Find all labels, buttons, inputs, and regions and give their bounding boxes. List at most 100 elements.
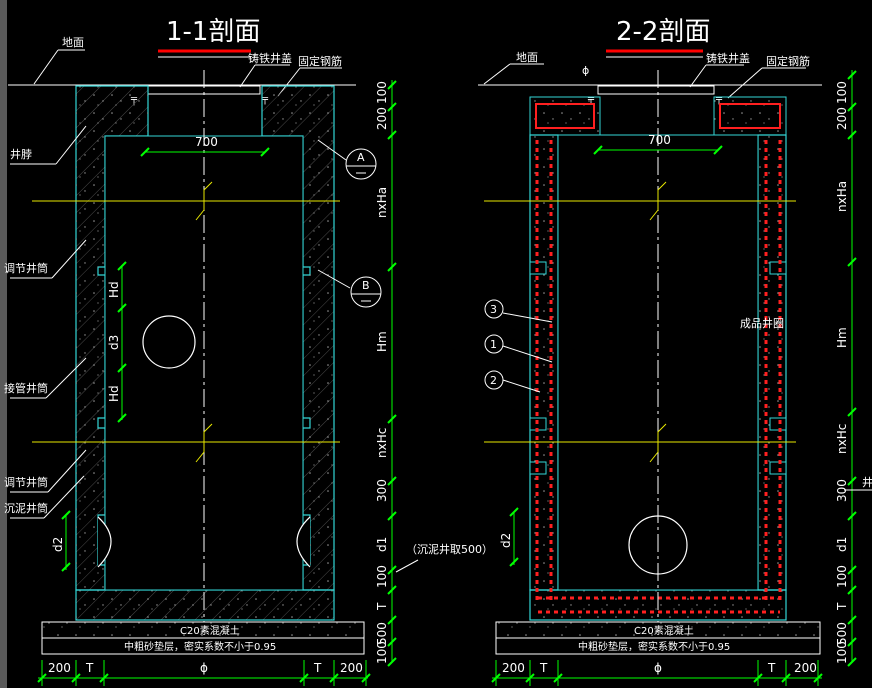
dim-d2-tick-1 bbox=[61, 510, 71, 520]
dim2-right-hm: Hm bbox=[835, 327, 849, 348]
dim2-right-nxha: nxHa bbox=[835, 181, 849, 212]
dim2-d2-tick-1 bbox=[509, 507, 519, 517]
callout-3: 3 bbox=[484, 299, 553, 323]
pipe-opening-right bbox=[296, 516, 311, 568]
callout-1-text: 1 bbox=[490, 338, 497, 351]
ground2-leader bbox=[483, 63, 511, 85]
right-wall-2 bbox=[757, 134, 787, 591]
dim2-bottom-t-right: T bbox=[767, 661, 776, 675]
adj-top-label: 调节井筒 bbox=[4, 261, 48, 275]
adj-bottom-leader-diag bbox=[47, 449, 87, 493]
dim-700-tick-r bbox=[260, 147, 270, 157]
dim-right-100-top: 100 bbox=[375, 81, 389, 104]
dim2-right-100-bottom: 100 bbox=[835, 641, 849, 664]
dim2-right-labels: 100 200 nxHa Hm nxHc 300 d1 100 T 500 10… bbox=[835, 81, 849, 664]
steel2-leader bbox=[727, 67, 763, 99]
dim2-right-100-mid: 100 bbox=[835, 565, 849, 588]
dim-right-d1: d1 bbox=[375, 537, 389, 552]
dim-700-text: 700 bbox=[195, 135, 218, 149]
dim-right-hm: Hm bbox=[375, 331, 389, 352]
dim2-bottom-200-right: 200 bbox=[794, 661, 817, 675]
section-1-1: 1-1剖面 地面 铸铁井盖 固定钢筋 ╤ ╤ bbox=[4, 17, 493, 686]
dim-bottom-phi: ϕ bbox=[200, 661, 208, 675]
dim-bottom-200-right: 200 bbox=[340, 661, 363, 675]
ground-leader bbox=[33, 49, 59, 85]
dim-hd-bottom-text: Hd bbox=[107, 385, 121, 402]
base2-cushion bbox=[495, 637, 821, 655]
pipe-circle-2 bbox=[628, 515, 688, 575]
manhole-cover-2 bbox=[597, 85, 715, 95]
callout-2: 2 bbox=[484, 370, 541, 393]
base2-concrete-texture bbox=[496, 622, 820, 638]
dim2-bottom-t-left: T bbox=[539, 661, 548, 675]
base-concrete-label: C20素混凝土 bbox=[180, 624, 240, 637]
ring-joints bbox=[529, 261, 787, 475]
dim-bottom-t-right: T bbox=[313, 661, 322, 675]
dim-right-nxha: nxHa bbox=[375, 187, 389, 218]
break-bottom-icon bbox=[195, 423, 213, 463]
bottom-slab bbox=[75, 589, 335, 621]
top-ring-right-rebar bbox=[719, 103, 781, 129]
callout-1: 1 bbox=[484, 334, 553, 363]
left-wall-2 bbox=[529, 134, 559, 591]
dim2-right-ticks bbox=[847, 70, 857, 667]
dim2-d2-tick-2 bbox=[509, 557, 519, 567]
dim2-right-300: 300 bbox=[835, 479, 849, 502]
dim-right-500: 500 bbox=[375, 622, 389, 645]
dim-hd-top-text: Hd bbox=[107, 281, 121, 298]
dim-d2-text: d2 bbox=[51, 537, 65, 552]
dim2-bottom-extensions bbox=[495, 660, 819, 686]
viewport-edge bbox=[0, 0, 7, 688]
tube-leader-diag bbox=[45, 357, 87, 399]
dim-right-ticks bbox=[387, 80, 397, 667]
break-top-icon bbox=[195, 181, 213, 221]
callout-3-text: 3 bbox=[490, 303, 497, 316]
top-ring-right bbox=[713, 96, 787, 136]
sump-label: 沉泥井筒 bbox=[4, 501, 48, 515]
dim-bottom-200-left: 200 bbox=[48, 661, 71, 675]
dim2-right-t: T bbox=[835, 602, 849, 611]
rebar-bottom bbox=[538, 596, 780, 614]
dim2-700-text: 700 bbox=[648, 133, 671, 147]
dim2-700-tick-l bbox=[593, 145, 603, 155]
ring-label: 成品井圈 bbox=[740, 316, 784, 330]
dim-right-100-bottom: 100 bbox=[375, 641, 389, 664]
mark-b-circle bbox=[350, 276, 382, 308]
base-cushion bbox=[41, 637, 365, 655]
break2-top-icon bbox=[649, 181, 667, 221]
dim-inner-tick-4 bbox=[117, 413, 127, 423]
callout-2-text: 2 bbox=[490, 374, 497, 387]
neck-label: 井脖 bbox=[10, 147, 32, 161]
tube-label: 接管井筒 bbox=[4, 381, 48, 395]
mark-a-circle bbox=[345, 148, 377, 180]
steel-label: 固定钢筋 bbox=[298, 54, 342, 68]
top-ring-left bbox=[529, 96, 601, 136]
partial-label: 井 bbox=[862, 475, 872, 489]
break2-bottom-icon bbox=[649, 423, 667, 463]
dim2-bottom-200-left: 200 bbox=[502, 661, 525, 675]
dim-700-tick-l bbox=[140, 147, 150, 157]
steel2-label: 固定钢筋 bbox=[766, 54, 810, 68]
dim-right-nxhc: nxHc bbox=[375, 428, 389, 458]
dim2-right-nxhc: nxHc bbox=[835, 424, 849, 454]
dim2-right-200: 200 bbox=[835, 107, 849, 130]
section-2-title: 2-2剖面 bbox=[616, 17, 710, 47]
dim2-right-d1: d1 bbox=[835, 537, 849, 552]
pipe-circle bbox=[142, 315, 196, 369]
dim-right-t: T bbox=[375, 602, 389, 611]
dim2-700-tick-r bbox=[713, 145, 723, 155]
cover-leader bbox=[239, 64, 256, 88]
sump-note-line bbox=[395, 559, 419, 573]
cover-label: 铸铁井盖 bbox=[248, 51, 292, 65]
section-1-title: 1-1剖面 bbox=[166, 17, 260, 47]
dim-right-200: 200 bbox=[375, 107, 389, 130]
adj-top-leader-diag bbox=[51, 239, 87, 279]
ground-label: 地面 bbox=[62, 36, 84, 49]
cover2-label: 铸铁井盖 bbox=[706, 51, 750, 65]
dim-bottom-extensions bbox=[41, 660, 367, 686]
dim-d2-tick-2 bbox=[61, 562, 71, 572]
dim2-right-100-top: 100 bbox=[835, 81, 849, 104]
dim2-d2-text: d2 bbox=[499, 533, 513, 548]
dim-d3-text: d3 bbox=[107, 335, 121, 350]
mark-a-leader bbox=[317, 139, 347, 161]
